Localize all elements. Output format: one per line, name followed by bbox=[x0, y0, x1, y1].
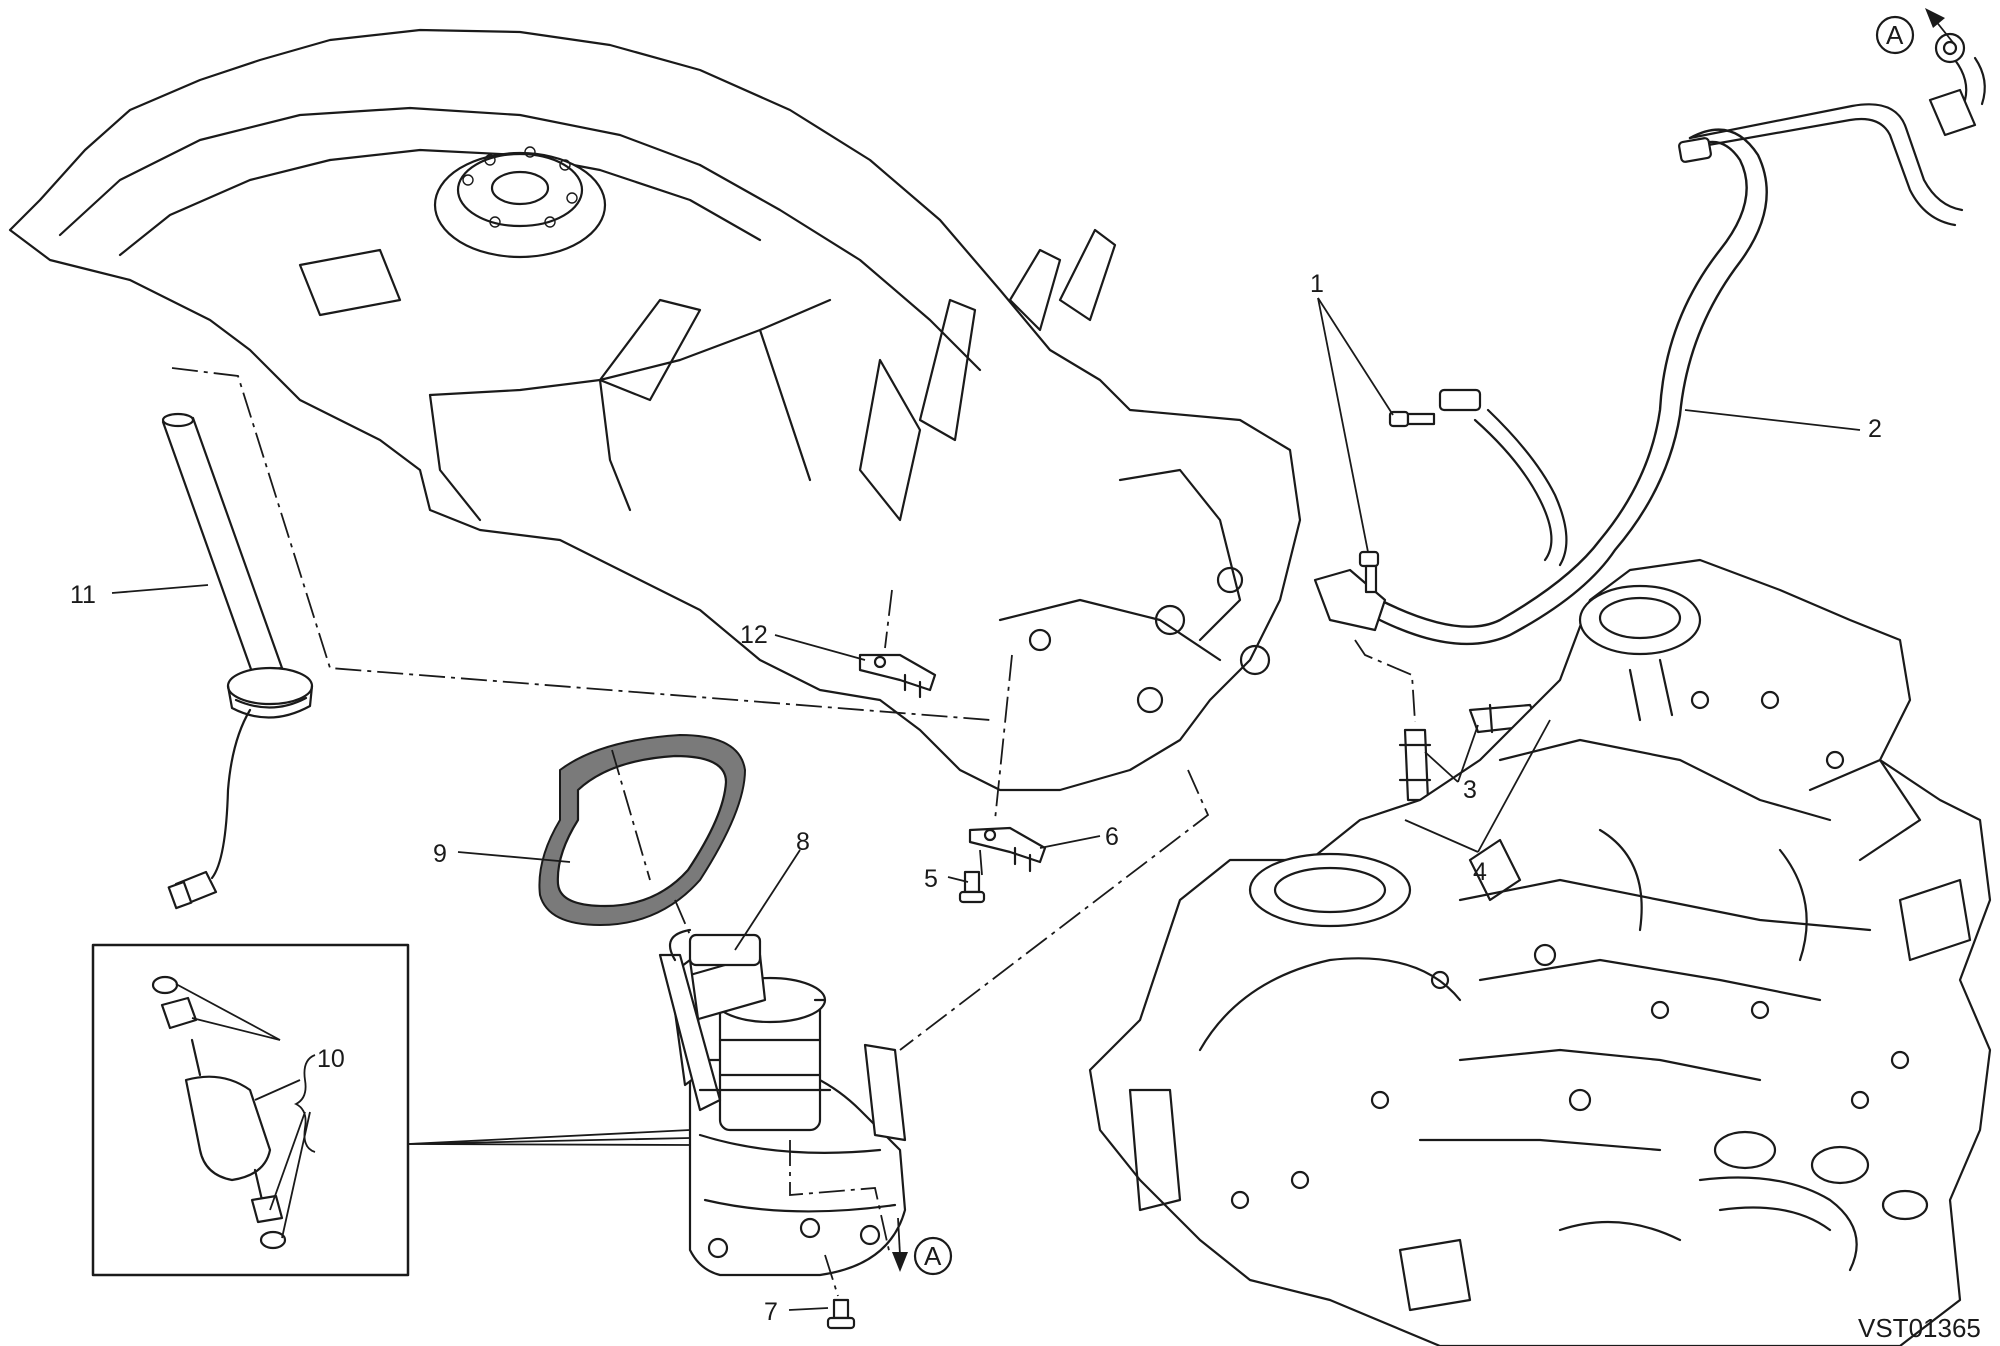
pump-gasket bbox=[538, 733, 747, 927]
fuel-filter-inset bbox=[91, 943, 410, 1277]
callout-7: 7 bbox=[764, 1298, 778, 1326]
connector-arrow-top bbox=[1875, 8, 1956, 55]
callout-9: 9 bbox=[433, 840, 447, 868]
screw-1-lower bbox=[1358, 550, 1380, 594]
connector-label-top: A bbox=[1886, 20, 1904, 50]
hose-clip-upper bbox=[858, 653, 937, 699]
callout-8: 8 bbox=[796, 828, 810, 856]
engine-block bbox=[1088, 558, 1992, 1346]
screw-5 bbox=[958, 870, 986, 904]
callout-2: 2 bbox=[1868, 415, 1882, 443]
fuel-tank bbox=[8, 28, 1302, 792]
callout-3: 3 bbox=[1463, 776, 1477, 804]
callout-10: 10 bbox=[317, 1045, 345, 1073]
assembly-lines bbox=[171, 367, 1416, 1297]
fuel-level-sensor bbox=[161, 412, 314, 910]
callout-5: 5 bbox=[924, 865, 938, 893]
connector-arrow-bottom bbox=[892, 1217, 953, 1276]
leader-lines bbox=[111, 297, 1861, 1311]
callout-11: 11 bbox=[70, 581, 96, 609]
screw-1-upper bbox=[1388, 410, 1436, 428]
screw-7 bbox=[826, 1298, 856, 1330]
fuel-pump-assembly bbox=[658, 928, 907, 1277]
callout-4: 4 bbox=[1473, 858, 1487, 886]
callout-12: 12 bbox=[740, 621, 768, 649]
hose-clip-lower bbox=[968, 826, 1047, 873]
connector-label-bottom: A bbox=[924, 1241, 942, 1271]
fuel-hose-assembly bbox=[1313, 32, 1986, 646]
drawing-code: VST01365 bbox=[1858, 1313, 1981, 1343]
callout-6: 6 bbox=[1105, 823, 1119, 851]
callout-1: 1 bbox=[1310, 270, 1324, 298]
